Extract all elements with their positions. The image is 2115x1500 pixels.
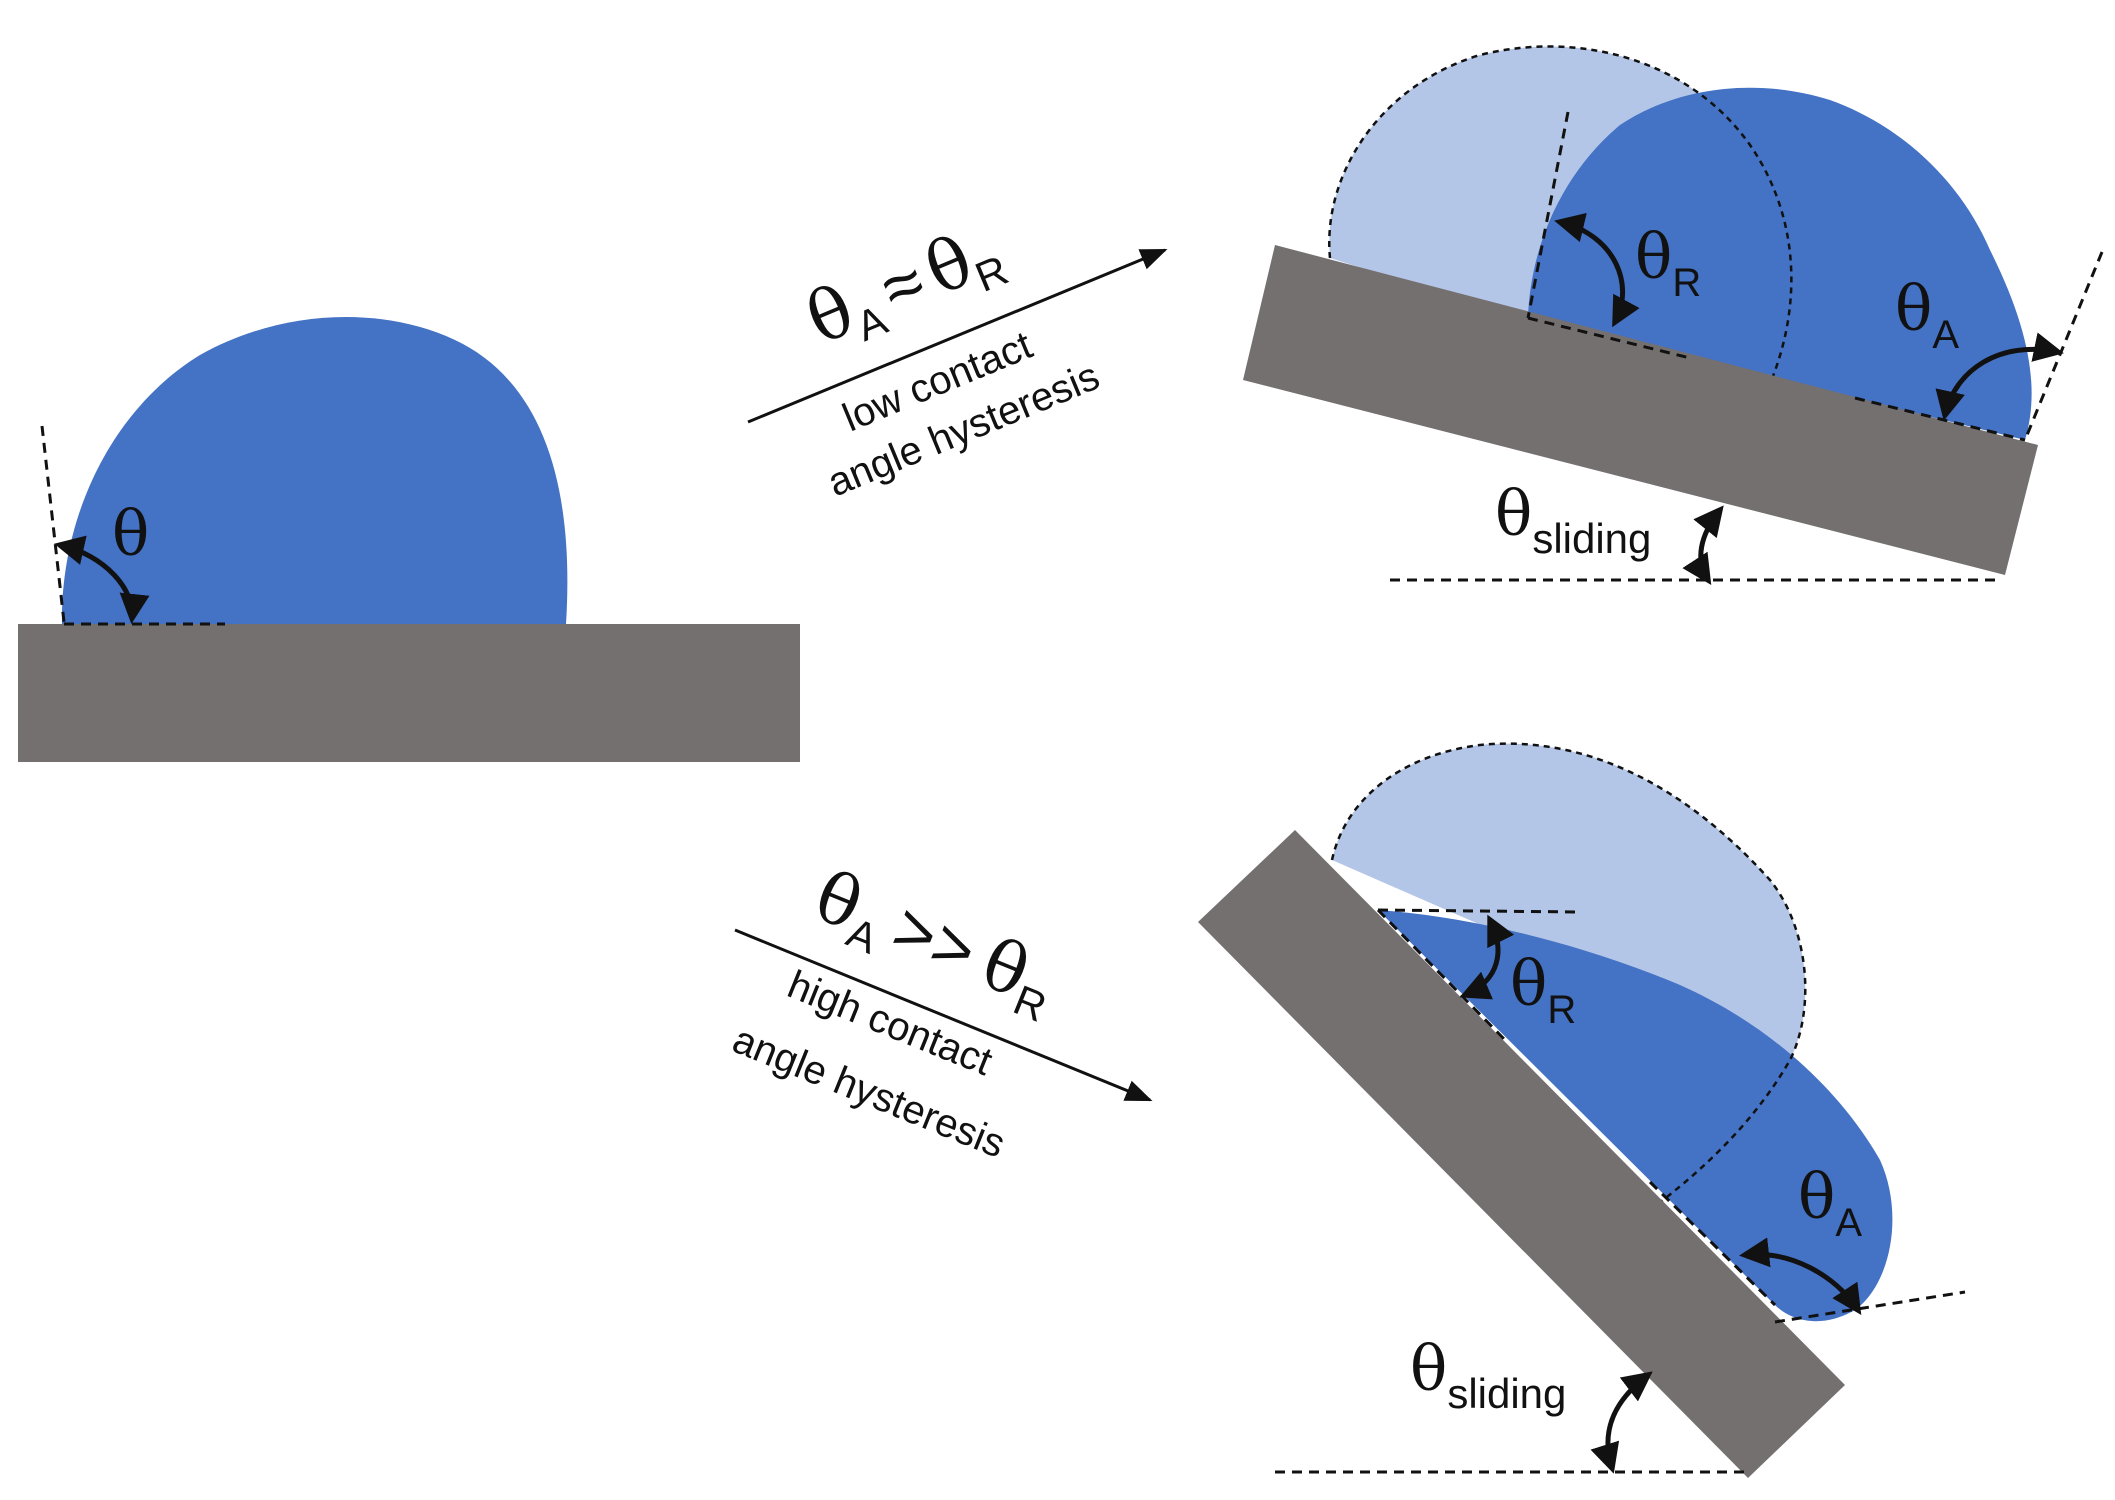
flat-tangent-line	[40, 425, 66, 623]
high-tilted-substrate	[1198, 830, 1845, 1478]
high-faded-droplet-outline	[1330, 742, 1807, 1211]
high-theta-sliding-label: θsliding	[1410, 1332, 1566, 1417]
low-hysteresis-panel: θR θA θsliding	[1243, 45, 2104, 586]
flat-angle-arrow	[54, 535, 150, 624]
low-tilted-substrate	[1243, 245, 2038, 575]
high-receding-baseline	[1376, 908, 1507, 1042]
high-theta-r-label: θR	[1510, 947, 1576, 1032]
low-advancing-tangent	[2023, 251, 2104, 441]
low-faded-droplet-outline	[1328, 45, 1793, 396]
high-advancing-baseline	[1648, 1180, 1777, 1307]
flat-substrate	[18, 624, 800, 762]
high-receding-angle-arrow	[1459, 914, 1515, 1000]
high-advancing-tangent	[1774, 1290, 1966, 1324]
high-hysteresis-panel: θR θA θsliding	[1198, 742, 1966, 1478]
high-hysteresis-arrow-group: θA>>θR high contact angle hysteresis	[727, 855, 1153, 1167]
low-receding-angle-arrow	[1554, 212, 1640, 328]
high-hysteresis-arrow	[734, 928, 1153, 1102]
low-receding-baseline	[1527, 316, 1691, 360]
low-advancing-angle-arrow	[1935, 332, 2064, 421]
low-hysteresis-arrow-group: θA≈θR low contact angle hysteresis	[747, 220, 1168, 505]
flat-droplet	[61, 317, 568, 624]
low-theta-r-label: θR	[1635, 220, 1701, 305]
low-theta-sliding-label: θsliding	[1495, 477, 1651, 562]
flat-panel: θ	[18, 317, 800, 762]
high-theta-a-label: θA	[1798, 1160, 1862, 1245]
high-faded-droplet	[1332, 743, 1806, 1060]
low-moved-droplet	[1528, 87, 2032, 441]
high-sliding-angle-arrow	[1590, 1371, 1653, 1474]
low-hysteresis-arrow	[747, 248, 1168, 424]
low-receding-tangent	[1526, 111, 1570, 319]
low-theta-a-label: θA	[1895, 272, 1959, 357]
high-advancing-angle-arrow	[1739, 1237, 1862, 1316]
low-sliding-angle-arrow	[1682, 505, 1724, 586]
high-moved-droplet	[1378, 910, 1893, 1322]
flat-theta-label: θ	[112, 497, 149, 570]
